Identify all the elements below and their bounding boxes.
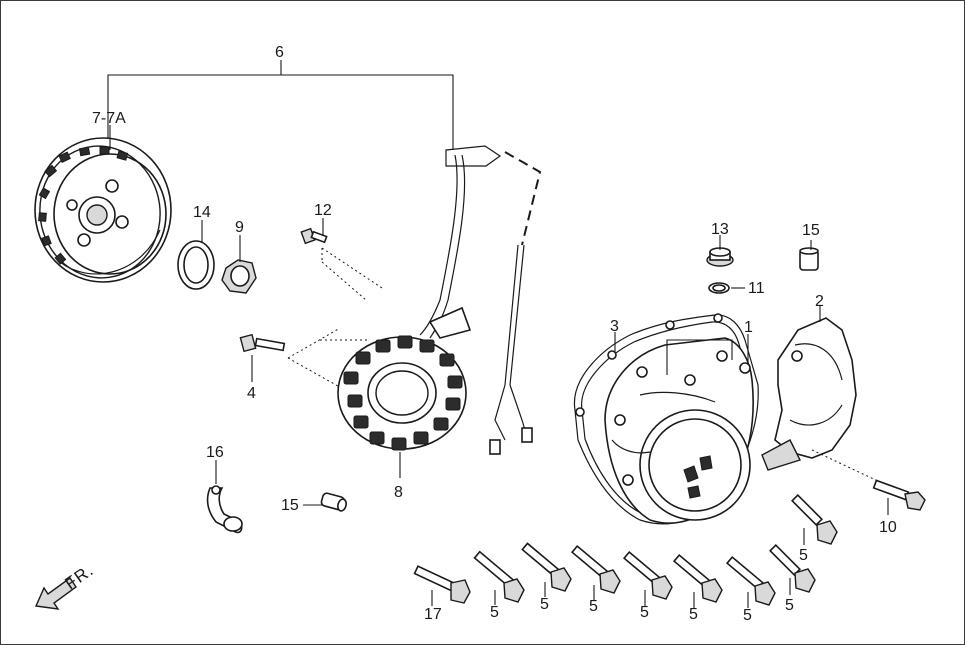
bolt-5-a: [521, 542, 572, 597]
clamp-16: [206, 460, 243, 534]
callout-15-left: 15: [281, 497, 299, 514]
callout-5-a: 5: [540, 596, 549, 613]
bolt-12: [300, 218, 383, 301]
sprocket-cover-2: [761, 305, 881, 483]
bolt-5-d: [672, 553, 723, 608]
collar-15-right: [799, 240, 819, 271]
callout-2: 2: [815, 293, 824, 310]
callout-5-c: 5: [640, 604, 649, 621]
gasket-3: [573, 313, 759, 525]
bolt-5-b: [570, 544, 621, 600]
bolt-5-g: [791, 494, 838, 545]
callout-8: 8: [394, 484, 403, 501]
stator-8: [337, 145, 542, 478]
plug-13: [706, 235, 734, 267]
front-direction-arrow-icon: [34, 577, 77, 610]
callout-5-e: 5: [743, 607, 752, 624]
oring-11: [708, 282, 745, 294]
group-leader-6: [107, 60, 454, 150]
callout-15-right: 15: [802, 222, 820, 239]
bolt-10: [872, 479, 926, 515]
callout-11: 11: [748, 280, 765, 297]
callout-5-d: 5: [689, 606, 698, 623]
callout-4: 4: [247, 385, 256, 402]
washer-14: [177, 220, 215, 290]
bolt-5-c: [622, 550, 673, 606]
callout-16: 16: [206, 444, 224, 461]
bolt-5-e: [725, 555, 776, 608]
collar-15-left: [303, 492, 347, 512]
callout-5-f: 5: [785, 597, 794, 614]
flywheel-rotor: [34, 125, 172, 283]
callout-12: 12: [314, 202, 332, 219]
callout-1: 1: [744, 319, 753, 336]
nut-9: [221, 235, 257, 294]
callout-17: 17: [424, 606, 442, 623]
callout-6: 6: [275, 44, 284, 61]
callout-5-h: 5: [490, 604, 499, 621]
callout-labels: 6 7-7A 14 9 12 4 8 16 15 3 1 13 11 15 2 …: [61, 44, 897, 624]
bolt-5-h: [473, 550, 525, 605]
callout-5-b: 5: [589, 598, 598, 615]
callout-14: 14: [193, 204, 211, 221]
bolt-17: [413, 565, 471, 606]
callout-9: 9: [235, 219, 244, 236]
callout-13: 13: [711, 221, 729, 238]
crankcase-cover-1: [604, 334, 754, 524]
callout-5-g: 5: [799, 547, 808, 564]
callout-10: 10: [879, 519, 897, 536]
callout-3: 3: [610, 318, 619, 335]
callout-7-7a: 7-7A: [92, 110, 126, 127]
bolt-4: [239, 327, 370, 391]
bolt-5-f: [769, 544, 816, 595]
